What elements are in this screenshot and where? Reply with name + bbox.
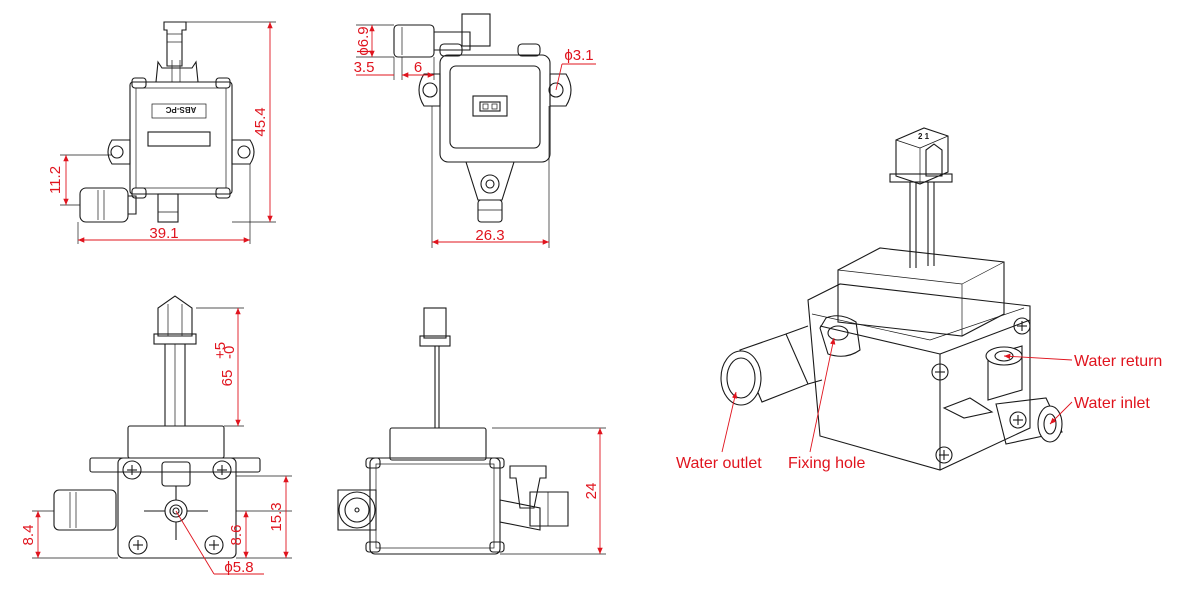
dim-cable-length: 65 [219,370,236,387]
dim-front-height: 15.3 [268,502,285,531]
side-view: 24 [337,307,606,555]
material-marking: ABS-PC [165,105,196,114]
dim-outlet-height: 8.4 [20,525,37,546]
dim-cable-tol-minus: -0 [221,346,238,359]
dim-inlet-offset: 11.2 [47,166,64,194]
dim-inlet-dia: ϕ5.8 [224,559,253,576]
dim-inlet-height: 8.6 [228,525,245,546]
end-view: ϕ6.9 3.5 6 ϕ3.1 26.3 [354,13,596,248]
dim-side-height: 24 [583,483,600,500]
dim-offset-a: 3.5 [354,59,375,76]
dim-end-width: 26.3 [475,227,504,244]
callout-fixing-hole: Fixing hole [788,455,865,472]
callout-water-inlet: Water inlet [1074,395,1150,412]
dim-top-height: 45.4 [252,107,269,136]
callout-water-return: Water return [1074,353,1162,370]
dim-outlet-dia: ϕ6.9 [355,26,372,55]
screw-icon [122,460,232,555]
dim-hole-dia: ϕ3.1 [564,47,593,64]
dim-cable-tol-plus: +5 [212,342,229,359]
front-view: 65 +5 -0 8.4 8.6 15.3 ϕ5.8 [20,295,292,576]
brand-marking: decdeal [165,133,193,143]
dim-offset-b: 6 [414,59,422,76]
top-view: ABS-PC decdeal 45.4 39.1 11.2 [47,21,276,244]
connector-pin-mark: 2 1 [918,132,930,141]
dim-top-width: 39.1 [149,225,178,242]
isometric-view: 2 1 [676,127,1162,472]
callout-water-outlet: Water outlet [676,455,762,472]
